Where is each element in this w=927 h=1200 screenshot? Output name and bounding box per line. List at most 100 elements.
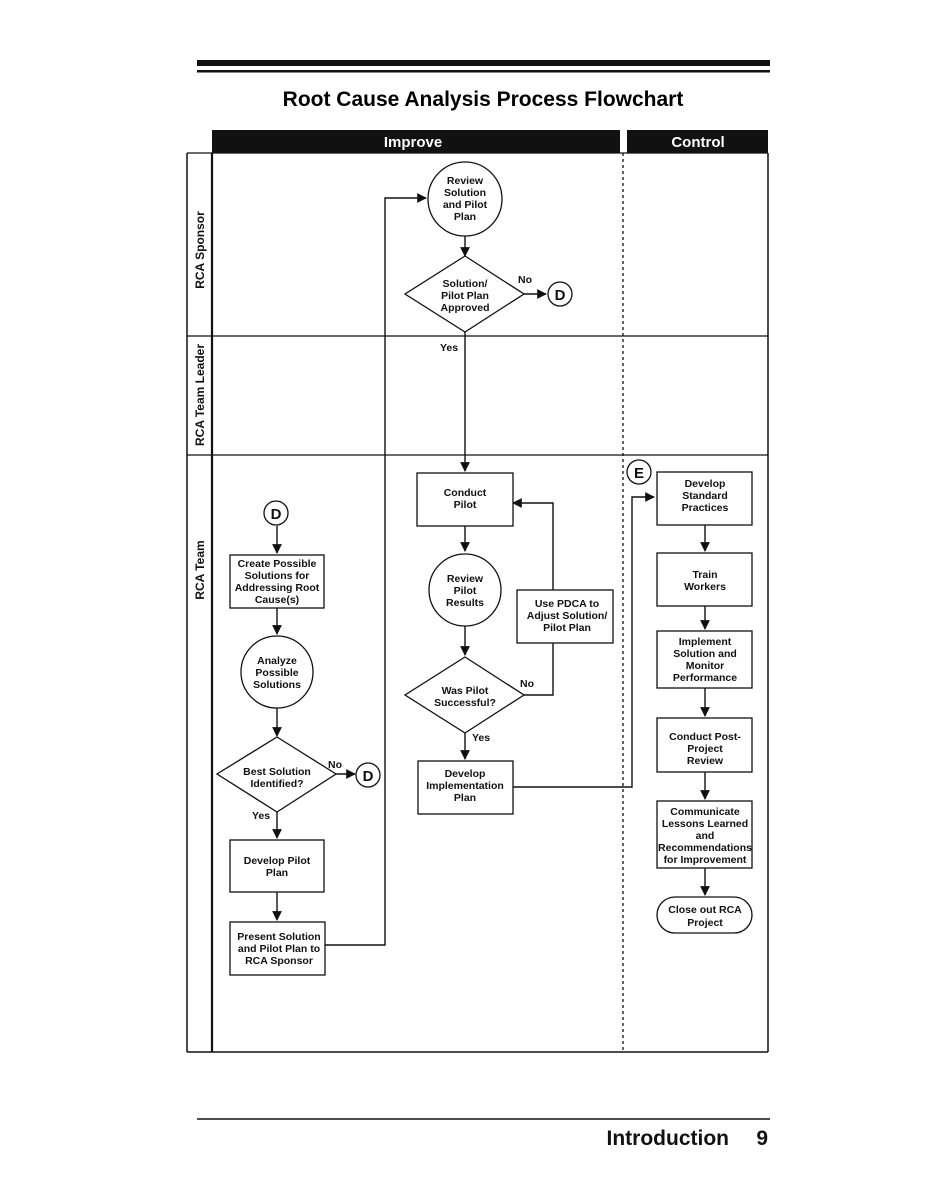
node-analyze-solutions: Analyze Possible Solutions [240, 635, 314, 709]
label-approved-no: No [518, 274, 532, 286]
close-out-line-1: Close out RCA [668, 904, 742, 916]
connector-d-best: D [355, 762, 381, 788]
best-solution-line-1: Best Solution [243, 766, 311, 778]
implement-line-3: Monitor [686, 660, 725, 672]
create-solutions-line-2: Solutions for [245, 570, 310, 582]
node-train-workers: Train Workers [656, 552, 753, 607]
review-solution-line-1: Review [447, 175, 484, 187]
train-line-2: Workers [684, 581, 726, 593]
lane-label-sponsor: RCA Sponsor [193, 211, 207, 289]
label-best-yes: Yes [252, 810, 270, 822]
connector-d-sponsor-label: D [555, 287, 566, 304]
train-line-1: Train [692, 569, 717, 581]
develop-impl-line-2: Implementation [426, 780, 504, 792]
analyze-line-1: Analyze [257, 655, 297, 667]
node-solution-approved: Solution/ Pilot Plan Approved [403, 255, 526, 333]
flow-lines [272, 193, 710, 946]
label-was-yes: Yes [472, 732, 490, 744]
label-best-no: No [328, 759, 342, 771]
top-rule-thin [197, 70, 770, 73]
review-solution-line-3: and Pilot [443, 199, 488, 211]
communicate-line-1: Communicate [670, 806, 740, 818]
node-communicate-lessons: Communicate Lessons Learned and Recommen… [656, 800, 753, 869]
conduct-pilot-line-1: Conduct [444, 487, 487, 499]
analyze-line-3: Solutions [253, 679, 301, 691]
present-line-1: Present Solution [237, 931, 320, 943]
page-number: 9 [756, 1127, 768, 1150]
node-best-solution: Best Solution Identified? [215, 736, 338, 813]
node-implement-solution: Implement Solution and Monitor Performan… [656, 630, 753, 689]
connector-d-start-label: D [271, 506, 282, 523]
connector-e-label: E [634, 465, 644, 482]
communicate-line-5: for Improvement [664, 854, 747, 866]
develop-std-line-1: Develop [685, 478, 726, 490]
conduct-post-line-1: Conduct Post- [669, 731, 741, 743]
node-close-out-project: Close out RCA Project [656, 896, 753, 934]
use-pdca-line-3: Pilot Plan [543, 622, 591, 634]
conduct-pilot-line-2: Pilot [454, 499, 477, 511]
arrow-pdca-to-conduct [512, 498, 554, 590]
implement-line-2: Solution and [673, 648, 737, 660]
was-pilot-line-1: Was Pilot [442, 685, 489, 697]
close-out-line-2: Project [687, 917, 723, 929]
node-present-solution: Present Solution and Pilot Plan to RCA S… [229, 921, 326, 976]
use-pdca-line-2: Adjust Solution/ [527, 610, 608, 622]
communicate-line-2: Lessons Learned [662, 818, 748, 830]
develop-impl-line-1: Develop [445, 768, 486, 780]
label-was-no: No [520, 678, 534, 690]
approved-line-1: Solution/ [443, 278, 488, 290]
node-conduct-pilot: Conduct Pilot [416, 472, 514, 527]
page-title: Root Cause Analysis Process Flowchart [283, 88, 684, 111]
best-solution-line-2: Identified? [250, 778, 303, 790]
node-review-pilot: Review Pilot Results [428, 553, 502, 627]
lane-label-team: RCA Team [193, 540, 207, 599]
implement-line-1: Implement [679, 636, 732, 648]
phase-label-improve: Improve [384, 134, 442, 151]
connector-d-sponsor: D [547, 281, 573, 307]
phase-label-control: Control [671, 134, 724, 151]
analyze-line-2: Possible [255, 667, 298, 679]
lane-label-leader: RCA Team Leader [193, 344, 207, 446]
create-solutions-line-3: Addressing Root [235, 582, 320, 594]
conduct-post-line-3: Review [687, 755, 724, 767]
approved-line-2: Pilot Plan [441, 290, 489, 302]
phase-header-improve [212, 130, 620, 153]
arrow-was-no [524, 643, 554, 696]
footer-section: Introduction [607, 1127, 729, 1150]
approved-line-3: Approved [440, 302, 489, 314]
node-use-pdca: Use PDCA to Adjust Solution/ Pilot Plan [516, 589, 614, 644]
node-develop-pilot: Develop Pilot Plan [229, 839, 325, 893]
node-create-solutions: Create Possible Solutions for Addressing… [229, 554, 325, 609]
review-solution-line-2: Solution [444, 187, 486, 199]
review-pilot-line-1: Review [447, 573, 484, 585]
review-pilot-line-3: Results [446, 597, 484, 609]
develop-pilot-line-2: Plan [266, 867, 288, 879]
label-approved-yes: Yes [440, 342, 458, 354]
review-pilot-line-2: Pilot [454, 585, 477, 597]
communicate-line-4: Recommendations [658, 842, 752, 854]
create-solutions-line-4: Cause(s) [255, 594, 299, 606]
connector-d-best-label: D [363, 768, 374, 785]
develop-pilot-line-1: Develop Pilot [244, 855, 311, 867]
arrow-impl-to-std [513, 492, 655, 788]
swimlane-frame [186, 152, 769, 1053]
present-line-2: and Pilot Plan to [238, 943, 320, 955]
use-pdca-line-1: Use PDCA to [535, 598, 599, 610]
node-review-solution: Review Solution and Pilot Plan [427, 161, 503, 237]
connector-d-start: D [263, 500, 289, 526]
communicate-line-3: and [696, 830, 715, 842]
develop-impl-line-3: Plan [454, 792, 476, 804]
node-conduct-post-project-review: Conduct Post- Project Review [656, 717, 753, 773]
develop-std-line-3: Practices [682, 502, 729, 514]
create-solutions-line-1: Create Possible [238, 558, 317, 570]
top-rule-thick [197, 60, 770, 66]
review-solution-line-4: Plan [454, 211, 476, 223]
arrow-present-to-review [325, 193, 427, 946]
present-line-3: RCA Sponsor [245, 955, 313, 967]
conduct-post-line-2: Project [687, 743, 723, 755]
node-was-pilot-successful: Was Pilot Successful? [403, 656, 526, 734]
phase-header-control [627, 130, 768, 153]
develop-std-line-2: Standard [682, 490, 728, 502]
node-develop-standard-practices: Develop Standard Practices [656, 471, 753, 526]
